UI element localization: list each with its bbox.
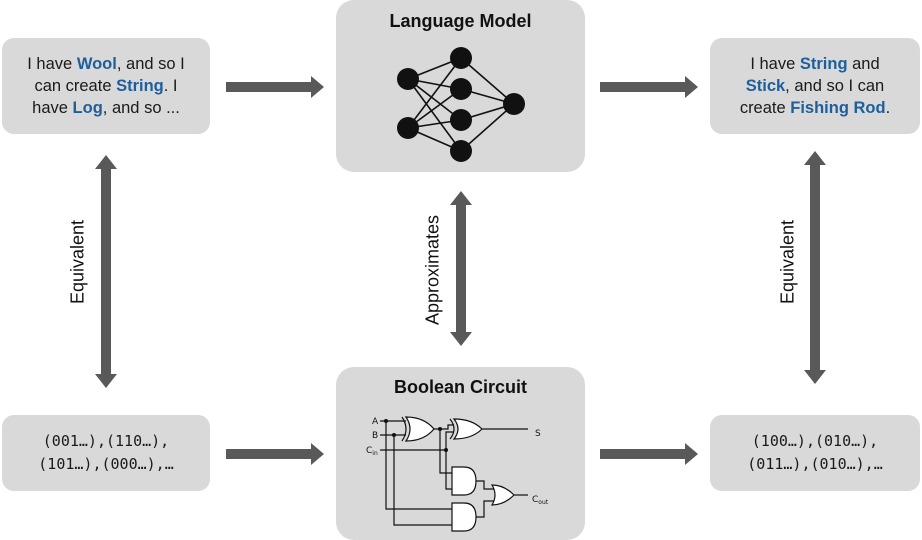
input-node — [397, 117, 419, 139]
bottom-right-binary-text: (100…),(010…), (011…),(010…),… — [747, 430, 882, 476]
highlight-string: String — [799, 55, 848, 73]
binary-line: (101…),(000…),… — [38, 455, 174, 473]
highlight-fishing-rod: Fishing Rod — [790, 99, 886, 117]
label-cin: Cin — [366, 446, 378, 457]
text-fragment: , and so I — [116, 55, 185, 73]
text-fragment: . — [885, 99, 891, 117]
label-cout: Cout — [532, 495, 549, 506]
language-model-box: Language Model — [336, 0, 585, 172]
equivalent-label-left: Equivalent — [67, 219, 88, 305]
arrow-right-top-left — [226, 76, 324, 98]
label-s: S — [535, 429, 541, 439]
top-right-text: I have String and Stick, and so I can cr… — [740, 53, 890, 119]
arrow-right-bottom-right — [600, 443, 698, 465]
highlight-string: String — [116, 77, 164, 95]
approximates-label: Approximates — [422, 214, 443, 326]
boolean-circuit-title: Boolean Circuit — [393, 377, 527, 397]
label-a: A — [372, 417, 379, 427]
text-fragment: can create — [34, 77, 117, 95]
top-left-text: I have Wool, and so I can create String.… — [27, 53, 184, 119]
double-arrow-right — [804, 151, 826, 384]
bottom-left-binary-box: (001…),(110…), (101…),(000…),… — [2, 415, 210, 491]
text-fragment: I have — [27, 55, 77, 73]
binary-line: (100…),(010…), — [751, 432, 879, 450]
double-arrow-middle — [450, 191, 472, 346]
arrow-right-top-right — [600, 76, 698, 98]
neural-network-icon — [397, 47, 525, 162]
hidden-node — [450, 140, 472, 162]
double-arrow-left — [95, 155, 117, 388]
hidden-node — [450, 47, 472, 69]
text-fragment: I have — [750, 55, 800, 73]
output-node — [503, 93, 525, 115]
text-fragment: , and so I can — [785, 77, 885, 95]
bottom-right-binary-box: (100…),(010…), (011…),(010…),… — [710, 415, 920, 491]
binary-line: (001…),(110…), — [42, 432, 170, 450]
full-adder-circuit-icon: A B Cin S Cout — [366, 416, 549, 532]
bottom-left-binary-text: (001…),(110…), (101…),(000…),… — [38, 430, 173, 476]
highlight-log: Log — [72, 99, 103, 117]
text-fragment: , and so ... — [102, 99, 180, 117]
text-fragment: create — [739, 99, 791, 117]
highlight-wool: Wool — [76, 55, 117, 73]
top-right-text-box: I have String and Stick, and so I can cr… — [710, 38, 920, 134]
arrow-right-bottom-left — [226, 443, 324, 465]
hidden-node — [450, 109, 472, 131]
label-b: B — [372, 431, 378, 441]
text-fragment: have — [32, 99, 73, 117]
top-left-text-box: I have Wool, and so I can create String.… — [2, 38, 210, 134]
binary-line: (011…),(010…),… — [747, 455, 883, 473]
text-fragment: and — [847, 55, 880, 73]
boolean-circuit-box: Boolean Circuit — [336, 367, 585, 540]
equivalent-label-right: Equivalent — [777, 219, 798, 305]
highlight-stick: Stick — [745, 77, 786, 95]
hidden-node — [450, 78, 472, 100]
input-node — [397, 68, 419, 90]
language-model-title: Language Model — [389, 11, 532, 31]
text-fragment: . I — [163, 77, 178, 95]
